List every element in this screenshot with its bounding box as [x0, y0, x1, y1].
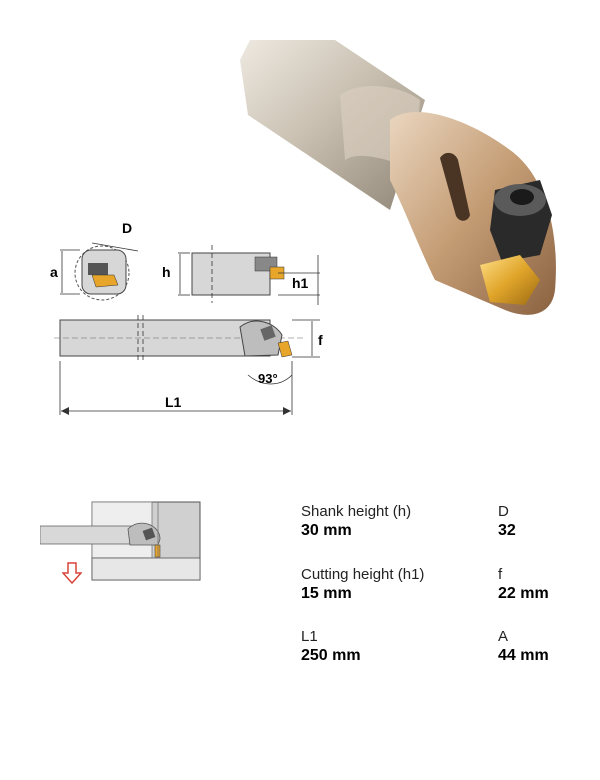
spec-value: 44 mm — [498, 647, 549, 664]
technical-drawing: a D h h1 f 93° L1 — [50, 220, 323, 415]
cutting-insert — [480, 255, 540, 305]
side-view: h h1 — [162, 245, 320, 305]
product-photo — [240, 40, 556, 315]
dim-h1-label: h1 — [292, 275, 309, 291]
top-view: f 93° L1 — [54, 315, 323, 415]
spec-value: 32 — [498, 522, 516, 539]
dim-L1-label: L1 — [165, 394, 182, 410]
spec-label: Cutting height (h1) — [301, 566, 425, 583]
dim-D-label: D — [122, 220, 132, 236]
spec-label: A — [498, 628, 509, 645]
spec-value: 15 mm — [301, 585, 352, 602]
spec-cutting-height: Cutting height (h1) 15 mm — [301, 566, 424, 604]
dim-f-label: f — [318, 332, 323, 348]
shank-body — [240, 40, 425, 210]
dim-a-label: a — [50, 264, 58, 280]
spec-value: 250 mm — [301, 647, 361, 664]
spec-value: 22 mm — [498, 585, 549, 602]
dim-angle-label: 93° — [258, 371, 278, 386]
spec-label: Shank height (h) — [301, 503, 412, 520]
spec-shank-height: Shank height (h) 30 mm — [301, 503, 411, 541]
spec-label: f — [498, 566, 503, 583]
down-arrow-icon — [62, 562, 82, 585]
spec-label: L1 — [301, 628, 318, 645]
spec-label: D — [498, 503, 509, 520]
spec-f: f 22 mm — [498, 566, 549, 604]
end-view: a D — [50, 220, 139, 301]
dim-h-label: h — [162, 264, 171, 280]
spec-A: A 44 mm — [498, 628, 549, 666]
spec-D: D 32 — [498, 503, 516, 541]
spec-value: 30 mm — [301, 522, 352, 539]
application-diagram — [40, 501, 201, 581]
spec-L1: L1 250 mm — [301, 628, 361, 666]
